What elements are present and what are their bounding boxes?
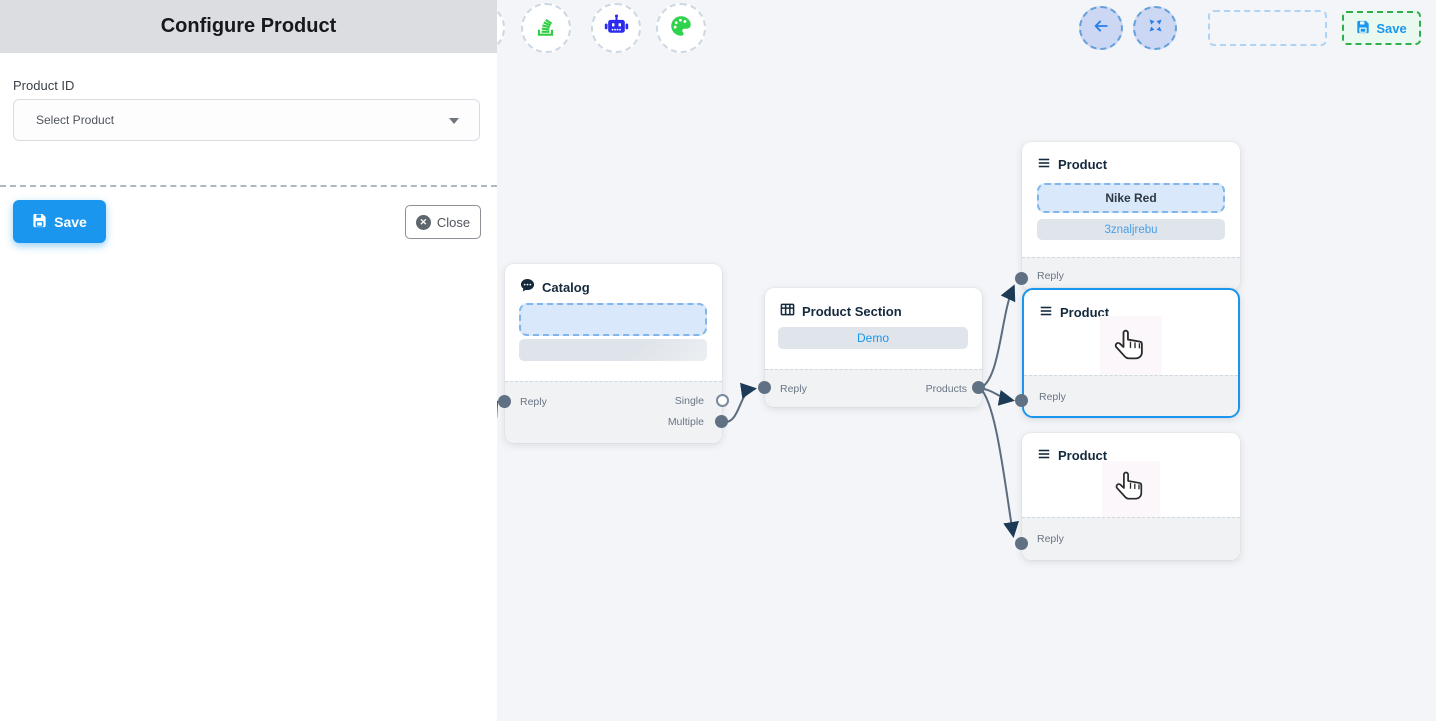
- empty-slot-button[interactable]: [1208, 10, 1327, 46]
- fit-view-icon: [1147, 17, 1164, 39]
- product-bottom-reply-label: Reply: [1037, 533, 1064, 545]
- product-node-top-header: Product: [1022, 142, 1240, 173]
- fit-view-button[interactable]: [1133, 6, 1177, 50]
- product-top-reply-handle[interactable]: [1015, 272, 1028, 285]
- product-section-node-title: Product Section: [802, 303, 902, 319]
- product-id-button[interactable]: 3znaljrebu: [1037, 219, 1225, 240]
- catalog-node[interactable]: Catalog Reply Single Multiple: [498, 264, 729, 443]
- catalog-secondary-field[interactable]: [519, 339, 707, 361]
- catalog-node-header: Catalog: [505, 264, 722, 296]
- product-section-node-footer: Reply Products: [765, 369, 982, 407]
- product-id-value: 3znaljrebu: [1104, 223, 1158, 236]
- catalog-single-handle[interactable]: [716, 394, 729, 407]
- panel-divider: [0, 185, 497, 187]
- canvas-save-button[interactable]: Save: [1342, 11, 1421, 45]
- product-node-middle-title: Product: [1060, 305, 1110, 320]
- close-icon: ✕: [415, 214, 431, 230]
- catalog-empty-field[interactable]: [519, 303, 707, 336]
- robot-icon: [603, 12, 630, 44]
- product-node-bottom[interactable]: Product Reply: [1015, 433, 1240, 560]
- palette-icon: [668, 13, 694, 44]
- product-middle-reply-label: Reply: [1039, 391, 1066, 403]
- product-node-top-footer: Reply: [1022, 257, 1240, 290]
- products-port-label: Products: [925, 383, 967, 395]
- configure-product-panel: Configure Product Product ID Select Prod…: [0, 0, 497, 721]
- panel-title: Configure Product: [160, 15, 337, 37]
- nike-red-button[interactable]: Nike Red: [1037, 183, 1225, 213]
- canvas-save-label: Save: [1376, 20, 1407, 36]
- catalog-node-title: Catalog: [542, 279, 590, 295]
- edge-products-to-product-bottom: [979, 387, 1019, 538]
- save-icon: [32, 213, 47, 231]
- demo-section-label: Demo: [856, 331, 889, 345]
- product-middle-reply-handle[interactable]: [1015, 394, 1028, 407]
- product-node-top[interactable]: Product Nike Red 3znaljrebu Reply: [1015, 142, 1240, 290]
- panel-save-button[interactable]: Save: [13, 200, 106, 243]
- catalog-multiple-handle[interactable]: [715, 415, 728, 428]
- list-icon: [1037, 447, 1051, 464]
- chat-bubble-icon: [520, 278, 535, 296]
- product-select[interactable]: Select Product: [13, 99, 480, 141]
- product-node-bottom-header: Product: [1022, 433, 1240, 464]
- table-icon: [780, 302, 795, 320]
- list-icon: [1039, 304, 1053, 321]
- hand-pointer-icon: [1114, 327, 1148, 370]
- panel-close-button[interactable]: ✕ Close: [405, 205, 481, 239]
- catalog-node-footer: Reply Single Multiple: [505, 381, 722, 443]
- product-node-middle-header: Product: [1024, 290, 1238, 321]
- product-section-reply-label: Reply: [780, 383, 807, 395]
- theme-palette-button[interactable]: [656, 3, 706, 53]
- product-section-node[interactable]: Product Section Demo Reply Products: [758, 288, 985, 407]
- chevron-down-icon: [449, 118, 459, 124]
- products-handle[interactable]: [972, 381, 985, 394]
- product-node-middle[interactable]: Product Reply: [1015, 288, 1240, 418]
- catalog-reply-handle[interactable]: [498, 395, 511, 408]
- back-button[interactable]: [1079, 6, 1123, 50]
- product-id-field-label: Product ID: [13, 78, 75, 93]
- product-select-value: Select Product: [36, 113, 115, 127]
- product-node-top-title: Product: [1058, 157, 1108, 172]
- nike-red-label: Nike Red: [1105, 191, 1157, 205]
- catalog-single-label: Single: [674, 395, 704, 407]
- hand-pointer-icon: [1115, 469, 1147, 510]
- back-arrow-icon: [1091, 16, 1111, 41]
- product-node-bottom-title: Product: [1058, 448, 1108, 463]
- hand-cursor-patch: [1102, 461, 1160, 517]
- panel-save-label: Save: [54, 213, 87, 230]
- save-icon: [1356, 20, 1370, 37]
- product-section-reply-handle[interactable]: [758, 381, 771, 394]
- chatbot-button[interactable]: [591, 3, 641, 53]
- demo-section-button[interactable]: Demo: [778, 327, 968, 349]
- flow-canvas[interactable]: Save Catalog Reply Single Multiple: [497, 0, 1436, 721]
- panel-close-label: Close: [436, 214, 471, 230]
- catalog-reply-label: Reply: [520, 396, 547, 408]
- product-node-bottom-footer: Reply: [1022, 517, 1240, 560]
- product-node-middle-footer: Reply: [1024, 375, 1238, 416]
- edge-catalog-multiple-to-section-reply: [722, 382, 757, 424]
- product-bottom-reply-handle[interactable]: [1015, 537, 1028, 550]
- hand-cursor-patch: [1100, 316, 1162, 380]
- panel-header: Configure Product: [0, 0, 497, 53]
- stack-icon: [533, 13, 559, 44]
- list-icon: [1037, 156, 1051, 173]
- edge-products-to-product-top: [979, 284, 1016, 389]
- product-top-reply-label: Reply: [1037, 270, 1064, 282]
- product-section-node-header: Product Section: [765, 288, 982, 320]
- catalog-multiple-label: Multiple: [667, 416, 704, 428]
- catalog-stack-button[interactable]: [521, 3, 571, 53]
